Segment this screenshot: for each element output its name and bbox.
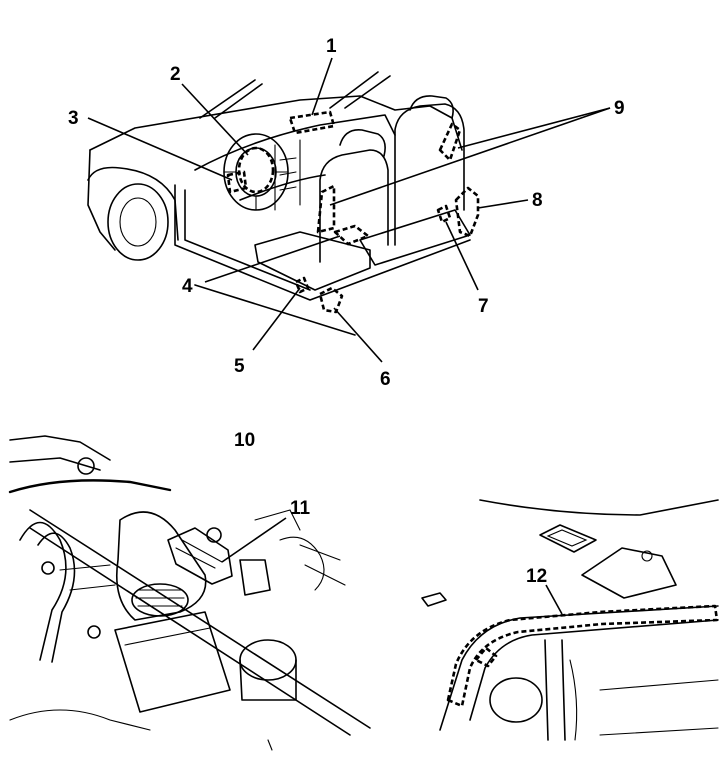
sun-visor xyxy=(581,547,677,599)
callout-10: 10 xyxy=(234,430,255,451)
leader-lines-top xyxy=(87,57,611,363)
control-module-outline xyxy=(333,224,370,246)
callout-3: 3 xyxy=(68,108,79,129)
curtain-airbag-outline xyxy=(446,604,719,708)
callout-9: 9 xyxy=(614,98,625,119)
driver-airbag-outline xyxy=(237,146,275,194)
front-impact-sensor xyxy=(167,527,233,585)
callout-8: 8 xyxy=(532,190,543,211)
callout-4: 4 xyxy=(182,276,193,297)
knee-area-outline xyxy=(226,170,248,194)
callout-6: 6 xyxy=(380,369,391,390)
rear-seat-side-airbag-outline xyxy=(438,122,462,162)
callout-labels: 1 2 3 4 5 6 7 8 9 10 11 12 xyxy=(68,36,625,587)
passenger-airbag-outline xyxy=(288,110,336,135)
pretensioner-outline xyxy=(318,286,344,314)
headliner-curtain-illustration xyxy=(421,499,719,741)
callout-2: 2 xyxy=(170,64,181,85)
callout-7: 7 xyxy=(478,296,489,317)
dome-light xyxy=(539,524,597,553)
side-sensor-outline xyxy=(436,204,452,224)
side-impact-sensor-outline xyxy=(454,186,480,238)
front-seat-side-airbag-outline xyxy=(316,184,336,234)
callout-11: 11 xyxy=(290,498,311,519)
callout-1: 1 xyxy=(326,36,337,57)
vehicle-interior-illustration xyxy=(87,71,471,336)
component-outlines-top xyxy=(226,110,480,314)
engine-compartment-illustration xyxy=(8,435,371,751)
grab-handle-clip xyxy=(421,592,447,607)
callout-5: 5 xyxy=(234,356,245,377)
callout-12: 12 xyxy=(526,566,547,587)
